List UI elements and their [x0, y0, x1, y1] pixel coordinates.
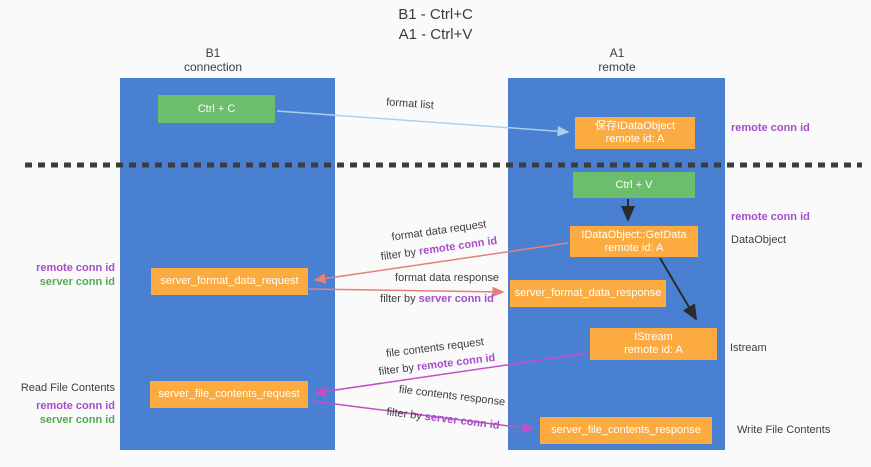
lane-a1-title: A1: [609, 46, 625, 60]
node-istream: IStream remote id: A: [590, 328, 717, 360]
edge-label-format-list: format list: [385, 96, 435, 112]
node-server-file-contents-request-label: server_file_contents_request: [158, 388, 300, 400]
lane-header-b1: B1 connection: [133, 46, 293, 74]
node-server-format-data-request-label: server_format_data_request: [160, 275, 299, 287]
server-conn-id-key: server conn id: [418, 293, 494, 305]
node-server-file-contents-request: server_file_contents_request: [150, 381, 308, 408]
filter-by-text: filter by: [380, 245, 420, 264]
lane-header-a1: A1 remote: [537, 46, 697, 74]
node-server-format-data-response-label: server_format_data_response: [514, 287, 662, 299]
remote-conn-id-key: remote conn id: [418, 234, 498, 258]
left-label-remote-conn-id-format: remote conn id: [36, 262, 115, 274]
remote-conn-id-key: remote conn id: [416, 351, 496, 374]
node-ctrl-v: Ctrl + V: [573, 172, 695, 198]
filter-by-text: filter by: [385, 406, 426, 423]
node-server-file-contents-response-label: server_file_contents_response: [551, 424, 701, 436]
node-save-idataobject: 保存IDataObject remote id: A: [575, 117, 695, 149]
node-getdata-line1: IDataObject::GetData: [581, 228, 687, 241]
title-line-2: A1 - Ctrl+V: [398, 26, 473, 43]
edge-label-file-contents-response: file contents response: [398, 383, 506, 409]
right-label-istream: Istream: [730, 342, 767, 354]
right-label-remote-conn-id-mid: remote conn id: [731, 211, 810, 223]
node-istream-line2: remote id: A: [624, 344, 683, 356]
node-server-format-data-response: server_format_data_response: [510, 280, 666, 307]
node-save-idataobject-line2: remote id: A: [605, 133, 665, 145]
server-conn-id-key: server conn id: [424, 410, 501, 432]
node-server-file-contents-response: server_file_contents_response: [540, 417, 712, 444]
right-label-write-file-contents: Write File Contents: [737, 424, 831, 436]
lane-a1-subtitle: remote: [598, 60, 636, 74]
node-ctrl-c: Ctrl + C: [158, 95, 275, 123]
left-label-server-conn-id-file: server conn id: [39, 414, 115, 426]
node-server-format-data-request: server_format_data_request: [151, 268, 308, 295]
diagram-title: B1 - Ctrl+C A1 - Ctrl+V: [0, 5, 871, 45]
lane-b1-title: B1: [205, 46, 221, 60]
left-label-read-file-contents: Read File Contents: [20, 382, 115, 394]
right-label-remote-conn-id-top: remote conn id: [731, 122, 810, 134]
lane-b1-subtitle: connection: [183, 60, 243, 74]
node-ctrl-v-label: Ctrl + V: [615, 178, 653, 191]
left-label-group-file: Read File Contents remote conn id server…: [8, 381, 115, 427]
filter-by-text: filter by: [380, 293, 419, 305]
node-istream-line1: IStream: [634, 331, 673, 343]
node-getdata-line2: remote id: A: [604, 241, 664, 254]
left-label-server-conn-id-format: server conn id: [39, 276, 115, 288]
left-label-group-format: remote conn id server conn id: [8, 261, 115, 289]
node-save-idataobject-line1: 保存IDataObject: [594, 120, 676, 132]
right-label-dataobject: DataObject: [731, 234, 787, 246]
node-ctrl-c-label: Ctrl + C: [197, 102, 236, 115]
title-line-1: B1 - Ctrl+C: [398, 6, 473, 23]
left-label-remote-conn-id-file: remote conn id: [36, 400, 115, 412]
edge-label-format-data-response-filter: filter by server conn id: [372, 293, 502, 305]
edge-label-file-contents-response-filter: filter by server conn id: [368, 404, 518, 434]
edge-label-format-data-response: format data response: [395, 272, 499, 284]
filter-by-text: filter by: [378, 361, 418, 379]
node-idataobject-getdata: IDataObject::GetData remote id: A: [570, 226, 698, 257]
format-data-response-arrow: [308, 286, 505, 298]
